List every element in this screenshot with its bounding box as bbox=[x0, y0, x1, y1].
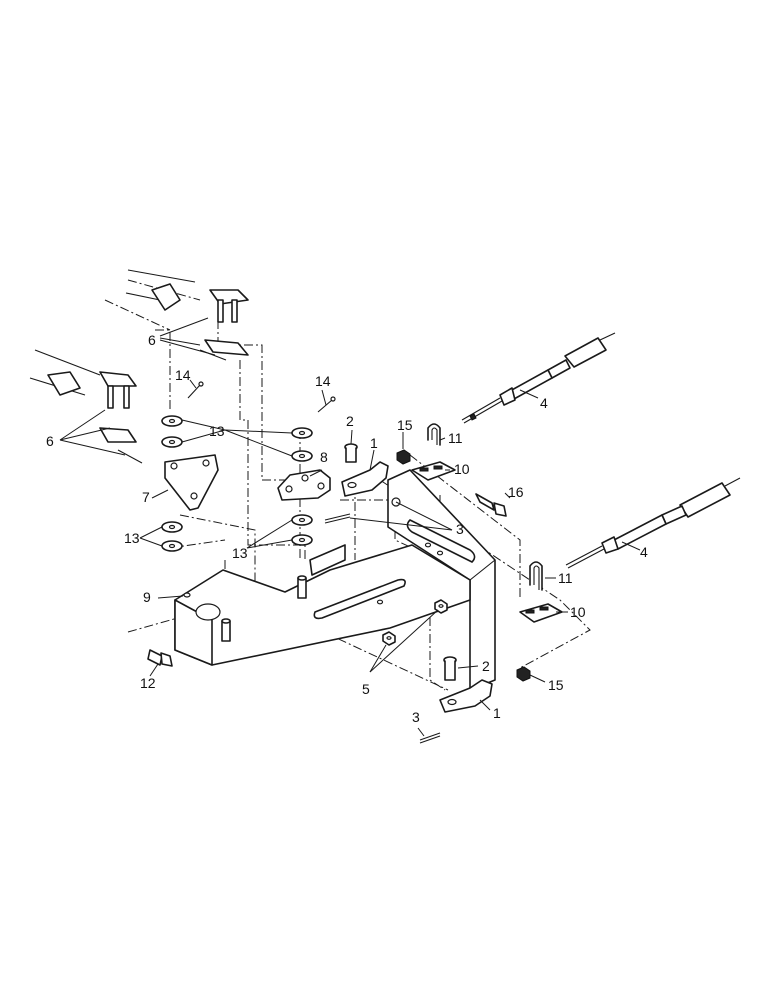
callout-4-upper: 4 bbox=[540, 395, 548, 411]
control-cable-lower bbox=[565, 477, 741, 569]
callout-14-left: 14 bbox=[175, 367, 191, 383]
triangular-plate-8 bbox=[277, 469, 331, 501]
callout-13-upper: 13 bbox=[209, 423, 225, 439]
control-cable-upper bbox=[461, 332, 616, 424]
callout-7: 7 bbox=[142, 489, 150, 505]
clevis-upper bbox=[341, 461, 389, 497]
pivot-pin-center bbox=[297, 575, 307, 599]
chain-link-lower bbox=[29, 349, 143, 464]
triangular-plate-7 bbox=[164, 454, 219, 511]
callout-16: 16 bbox=[508, 484, 524, 500]
bolt-12 bbox=[147, 649, 173, 667]
bolt-16 bbox=[475, 493, 507, 517]
callout-10-upper: 10 bbox=[454, 461, 470, 477]
callout-1-lower: 1 bbox=[493, 705, 501, 721]
callout-9: 9 bbox=[143, 589, 151, 605]
nut-upper bbox=[396, 449, 411, 465]
clevis-pin-upper bbox=[344, 443, 358, 463]
main-bracket-9 bbox=[174, 469, 496, 691]
callout-2-lower: 2 bbox=[482, 658, 490, 674]
nut-5-left bbox=[382, 631, 396, 646]
clevis-lower bbox=[439, 679, 493, 713]
clamp-plate-upper bbox=[411, 461, 456, 481]
cotter-pin-3-lower bbox=[419, 732, 441, 744]
callout-13-lower-center: 13 bbox=[232, 545, 248, 561]
chain-link-upper bbox=[125, 269, 249, 361]
callout-11-lower: 11 bbox=[558, 570, 573, 586]
leader-lines bbox=[59, 317, 641, 737]
callout-11-upper: 11 bbox=[448, 430, 463, 446]
callout-15-upper: 15 bbox=[397, 417, 413, 433]
callout-8: 8 bbox=[320, 449, 328, 465]
u-bolt-lower bbox=[529, 561, 543, 591]
callout-13-lower-left: 13 bbox=[124, 530, 140, 546]
callout-5: 5 bbox=[362, 681, 370, 697]
cotter-pin-left bbox=[187, 381, 204, 399]
cotter-pin-center bbox=[317, 396, 336, 413]
callout-3-lower: 3 bbox=[412, 709, 420, 725]
u-bolt-upper bbox=[427, 423, 441, 446]
pivot-pin-left bbox=[221, 618, 231, 642]
callout-10-lower: 10 bbox=[570, 604, 586, 620]
callout-1-upper: 1 bbox=[370, 435, 378, 451]
washers-left bbox=[161, 415, 183, 552]
nut-5-right bbox=[434, 599, 448, 614]
cotter-pin-3-upper bbox=[324, 513, 351, 524]
callout-labels: 6 6 14 14 13 13 13 7 8 2 1 15 11 10 16 4… bbox=[46, 332, 648, 725]
callout-4-lower: 4 bbox=[640, 544, 648, 560]
callout-15-lower: 15 bbox=[548, 677, 564, 693]
callout-6-upper: 6 bbox=[148, 332, 156, 348]
nut-lower bbox=[516, 666, 531, 682]
callout-6-lower: 6 bbox=[46, 433, 54, 449]
callout-2-upper: 2 bbox=[346, 413, 354, 429]
callout-14-center: 14 bbox=[315, 373, 331, 389]
callout-3-upper: 3 bbox=[456, 521, 464, 537]
callout-12: 12 bbox=[140, 675, 156, 691]
clevis-pin-lower bbox=[443, 656, 457, 681]
clamp-plate-lower bbox=[519, 603, 563, 623]
